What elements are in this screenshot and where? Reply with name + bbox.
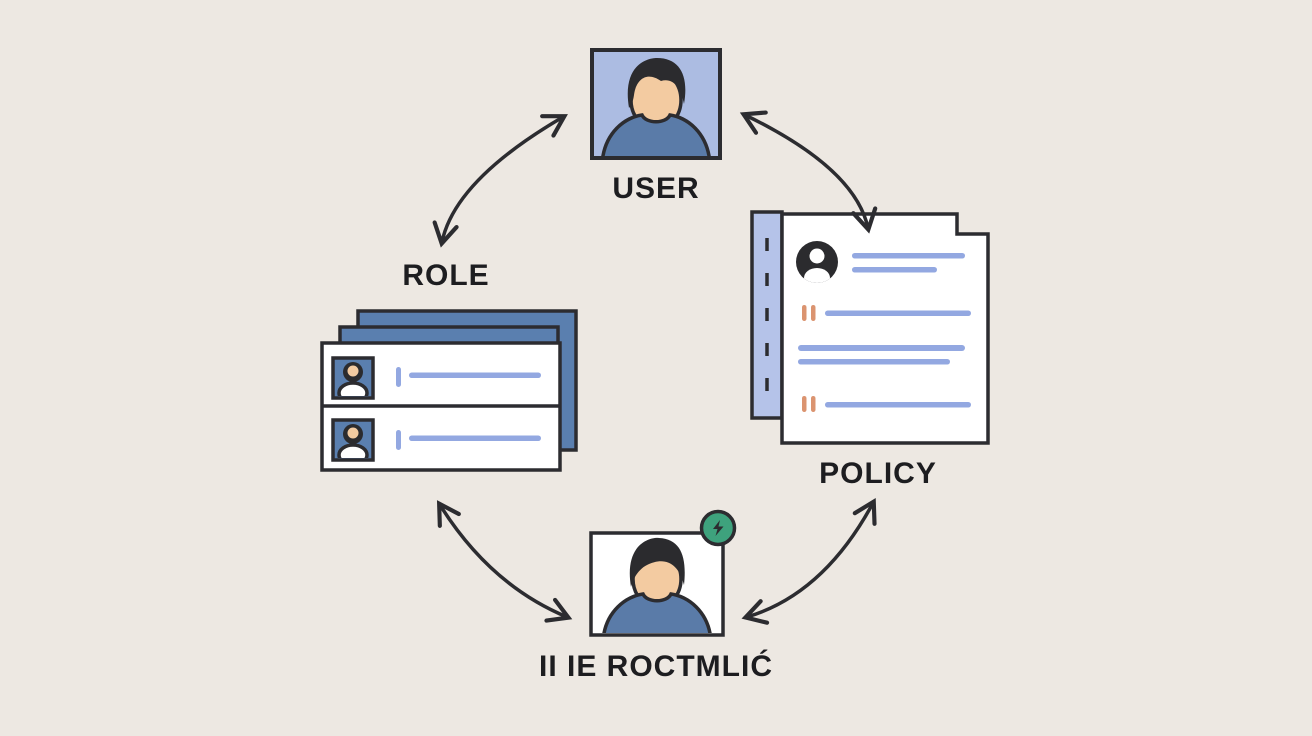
bolt-badge-icon xyxy=(699,509,737,547)
text-line xyxy=(825,402,971,408)
user-portrait-card xyxy=(590,48,722,160)
arrow-role-user xyxy=(432,114,568,248)
person-portrait-icon xyxy=(602,537,712,633)
role-label: ROLE xyxy=(402,259,490,292)
authenticated-user-label: II IE ROCTMLIĆ xyxy=(539,650,773,683)
policy-label: POLICY xyxy=(819,457,937,490)
text-line xyxy=(409,372,541,378)
role-member-row xyxy=(331,356,541,400)
authenticated-user-card xyxy=(589,531,725,637)
text-line xyxy=(825,310,971,316)
text-line xyxy=(798,359,950,365)
role-card-stack xyxy=(320,309,578,472)
text-line-tick xyxy=(396,430,401,450)
quote-bar xyxy=(802,305,807,321)
text-line xyxy=(852,267,937,273)
quote-bar xyxy=(811,396,816,412)
quote-bar xyxy=(811,305,816,321)
text-line-tick xyxy=(396,367,401,387)
arrow-authenticated-user-policy xyxy=(741,497,877,625)
text-line xyxy=(798,345,965,351)
user-label: USER xyxy=(612,172,700,205)
badge-glyph xyxy=(713,520,724,536)
quote-bar xyxy=(802,396,807,412)
policy-document xyxy=(750,210,990,445)
text-line xyxy=(409,435,541,441)
role-member-row xyxy=(331,418,541,462)
text-line xyxy=(852,253,965,259)
account-circle-icon xyxy=(796,241,838,283)
arrow-role-authenticated-user xyxy=(436,500,573,623)
person-portrait-icon xyxy=(601,58,711,156)
